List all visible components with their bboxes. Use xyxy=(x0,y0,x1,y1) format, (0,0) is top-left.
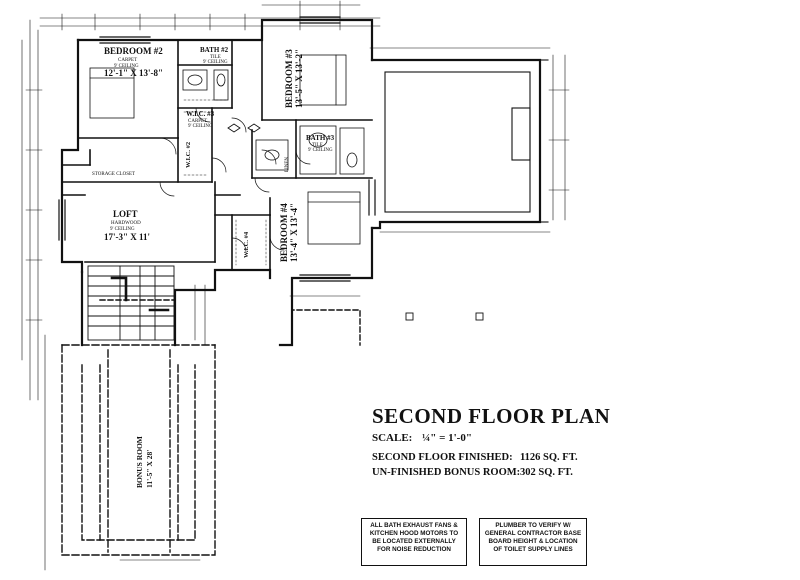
beds xyxy=(89,54,361,245)
plumber-note: PLUMBER TO VERIFY W/ GENERAL CONTRACTOR … xyxy=(479,518,587,566)
finished-area-label: SECOND FLOOR FINISHED: xyxy=(372,452,513,463)
linen-label: LINEN xyxy=(285,157,290,172)
finished-area-row: SECOND FLOOR FINISHED: 1126 SQ. FT. xyxy=(372,452,578,463)
bedroom-4-label: BEDROOM #4 xyxy=(279,203,289,262)
wic-4-label: W.I.C. #4 xyxy=(243,231,250,258)
bedroom-2-ceiling: 9' CEILING xyxy=(114,64,139,69)
scale-label: SCALE: xyxy=(372,432,413,444)
finished-area-value: 1126 SQ. FT. xyxy=(520,452,578,463)
exhaust-note: ALL BATH EXHAUST FANS & KITCHEN HOOD MOT… xyxy=(361,518,467,566)
bedroom-3-size: 13'-5" X 13'-2" xyxy=(294,49,304,108)
bonus-area-value: 302 SQ. FT. xyxy=(520,467,573,478)
scale-row: SCALE: ¼" = 1'-0" xyxy=(372,432,472,444)
interior-walls xyxy=(61,39,373,279)
stairs xyxy=(87,265,175,341)
loft-size: 17'-3" X 11' xyxy=(104,232,150,242)
bedroom-2-size: 12'-1" X 13'-8" xyxy=(104,68,163,78)
bonus-room-label: BONUS ROOM xyxy=(135,436,144,488)
wic-3-ceiling: 9' CEILING xyxy=(188,124,213,129)
bath-3-finish: TILE xyxy=(312,143,323,148)
bath-2-ceiling: 9' CEILING xyxy=(203,60,228,65)
bath-2-finish: TILE xyxy=(210,55,221,60)
door-swings xyxy=(159,107,311,253)
bedroom-4-size: 13'-4" X 13'-4" xyxy=(289,203,299,262)
bath-2-label: BATH #2 xyxy=(200,46,229,54)
bedroom-2-finish: CARPET xyxy=(118,58,137,63)
bedroom-2-label: BEDROOM #2 xyxy=(104,46,163,56)
bath-fixtures xyxy=(182,69,365,175)
room-labels: BEDROOM #2 CARPET 9' CEILING 12'-1" X 13… xyxy=(92,46,335,488)
wic-3-label: W.I.C. #3 xyxy=(186,110,215,118)
loft-label: LOFT xyxy=(113,209,138,219)
dimension-lines xyxy=(21,4,566,571)
wic-2-label: W.I.C. #2 xyxy=(185,142,192,168)
bonus-area-label: UN-FINISHED BONUS ROOM: xyxy=(372,467,521,478)
bonus-room-size: 11'-5" X 28' xyxy=(145,450,154,488)
storage-closet-label: STORAGE CLOSET xyxy=(92,172,135,177)
bedroom-3-label: BEDROOM #3 xyxy=(284,49,294,108)
wic-3-finish: CARPET xyxy=(188,119,207,124)
bonus-area-row: UN-FINISHED BONUS ROOM: 302 SQ. FT. xyxy=(372,467,573,478)
title-block: SECOND FLOOR PLAN SCALE: ¼" = 1'-0" SECO… xyxy=(372,404,632,478)
exterior-walls xyxy=(60,18,542,347)
plan-title: SECOND FLOOR PLAN xyxy=(372,404,611,428)
loft-finish: HARDWOOD xyxy=(111,221,141,226)
scale-value: ¼" = 1'-0" xyxy=(422,432,472,444)
loft-ceiling: 9' CEILING xyxy=(110,227,135,232)
bath-3-label: BATH #3 xyxy=(306,134,335,142)
bonus-room-outline xyxy=(61,344,216,556)
bath-3-ceiling: 9' CEILING xyxy=(308,148,333,153)
